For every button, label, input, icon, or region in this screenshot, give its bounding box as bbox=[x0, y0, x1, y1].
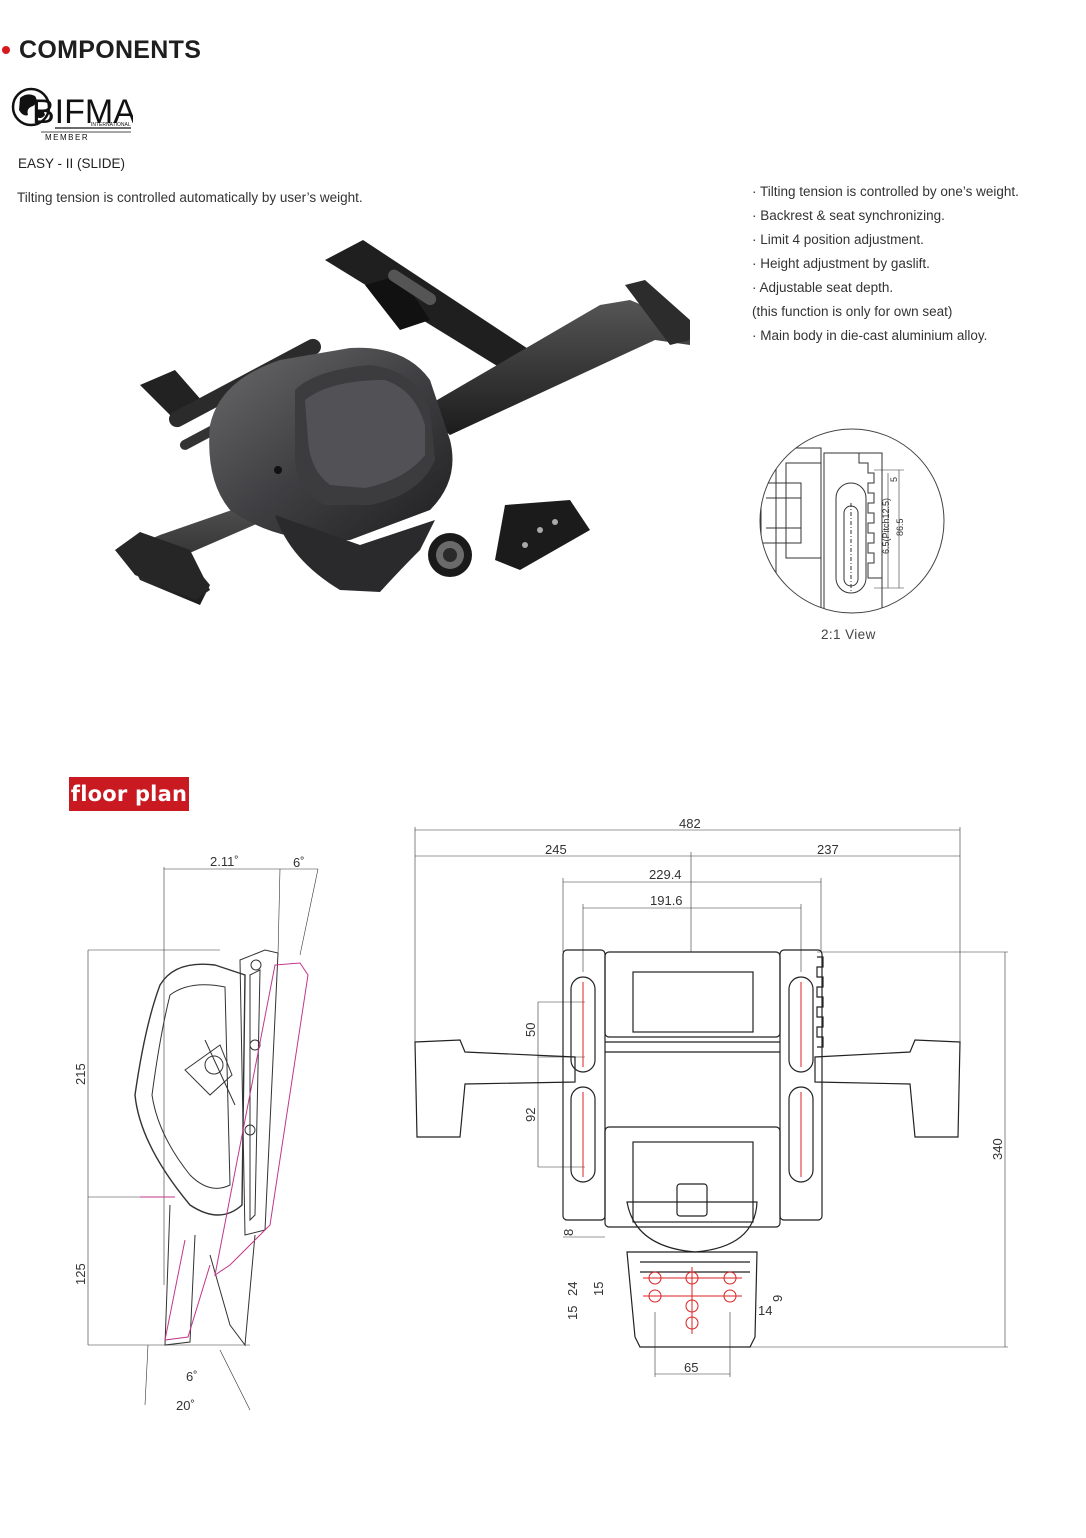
plan-right-width: 237 bbox=[817, 842, 839, 857]
side-angle-top-a: 2.11˚ bbox=[210, 854, 239, 869]
detail-view-drawing: 5 6.5(Pitch12.5) 86.5 bbox=[759, 428, 945, 614]
logo-member: MEMBER bbox=[45, 133, 89, 142]
detail-dim-865: 86.5 bbox=[895, 518, 905, 536]
plan-overall-width: 482 bbox=[679, 816, 701, 831]
floor-plan-badge: floor plan bbox=[69, 777, 189, 811]
feature-item: · Height adjustment by gaslift. bbox=[752, 256, 930, 271]
model-name: EASY - II (SLIDE) bbox=[18, 156, 126, 171]
red-bullet-icon bbox=[2, 46, 10, 54]
side-height-lower: 125 bbox=[73, 1263, 88, 1285]
detail-view-caption: 2:1 View bbox=[821, 627, 876, 642]
plan-hole-d: 9 bbox=[770, 1295, 785, 1302]
plan-inner-width-b: 191.6 bbox=[650, 893, 683, 908]
feature-list: · Tilting tension is controlled by one’s… bbox=[752, 180, 1019, 348]
plan-slot-upper: 50 bbox=[523, 1023, 538, 1037]
logo-subtext: INTERNATIONAL bbox=[91, 122, 131, 128]
plan-hole-c: 15 bbox=[565, 1306, 580, 1320]
plan-edge-gap: 8 bbox=[561, 1229, 576, 1236]
feature-item: · Adjustable seat depth. bbox=[752, 280, 894, 295]
page-title: COMPONENTS bbox=[19, 35, 202, 64]
bifma-logo: BIFMA INTERNATIONAL MEMBER bbox=[11, 87, 133, 142]
side-view-drawing: 2.11˚ 6˚ 215 125 6˚ 20˚ bbox=[73, 854, 319, 1413]
feature-item: · Backrest & seat synchronizing. bbox=[752, 208, 945, 223]
logo-text: BIFMA bbox=[32, 93, 133, 131]
plan-hole-b: 24 bbox=[565, 1282, 580, 1296]
product-description: Tilting tension is controlled automatica… bbox=[17, 190, 363, 205]
side-angle-bottom-a: 6˚ bbox=[186, 1369, 198, 1384]
side-angle-top-b: 6˚ bbox=[293, 855, 305, 870]
feature-item: · Main body in die-cast aluminium alloy. bbox=[752, 328, 988, 343]
plan-left-width: 245 bbox=[545, 842, 567, 857]
plan-hole-a: 15 bbox=[591, 1282, 606, 1296]
plan-hole-e: 14 bbox=[758, 1303, 772, 1318]
feature-item: (this function is only for own seat) bbox=[752, 304, 953, 319]
side-angle-bottom-b: 20˚ bbox=[176, 1398, 195, 1413]
plan-view-drawing: 482 245 237 229.4 191.6 50 92 340 8 15 2… bbox=[414, 816, 1008, 1377]
detail-dim-pitch: 6.5(Pitch12.5) bbox=[881, 498, 891, 554]
detail-dim-5: 5 bbox=[889, 477, 899, 482]
plan-overall-depth: 340 bbox=[990, 1138, 1005, 1160]
feature-item: · Tilting tension is controlled by one’s… bbox=[752, 184, 1019, 199]
feature-item: · Limit 4 position adjustment. bbox=[752, 232, 924, 247]
side-height-upper: 215 bbox=[73, 1063, 88, 1085]
mechanism-image bbox=[115, 240, 690, 605]
plan-slot-lower: 92 bbox=[523, 1108, 538, 1122]
plan-inner-width-a: 229.4 bbox=[649, 867, 682, 882]
section-header: COMPONENTS bbox=[0, 34, 201, 66]
plan-hole-spacing: 65 bbox=[684, 1360, 698, 1375]
